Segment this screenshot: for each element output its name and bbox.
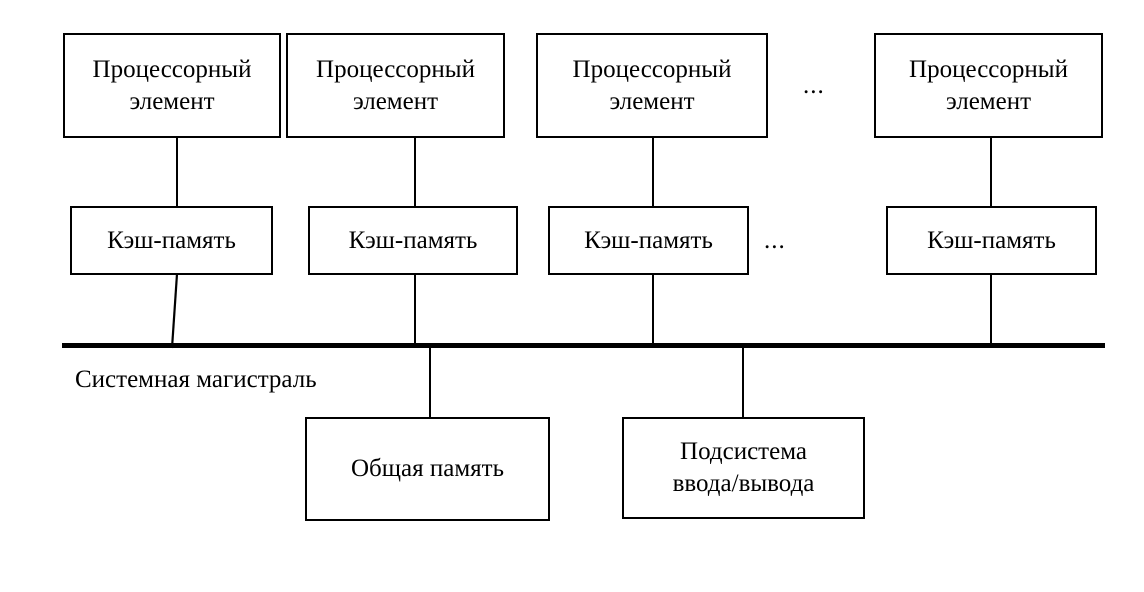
processor-element-1[interactable]: Процессорный элемент <box>63 33 281 138</box>
processor-element-4[interactable]: Процессорный элемент <box>874 33 1103 138</box>
processor-elements-ellipsis: ... <box>803 72 825 99</box>
processor-element-1-label: Процессорный элемент <box>92 55 252 115</box>
shared-memory-node[interactable]: Общая память <box>305 417 550 521</box>
connector-pe4-cache4 <box>990 137 992 207</box>
cache-memory-2[interactable]: Кэш-память <box>308 206 518 275</box>
cache-memory-2-label: Кэш-память <box>348 226 478 254</box>
shared-memory-label: Общая память <box>351 455 504 482</box>
caches-ellipsis: ... <box>764 227 786 254</box>
connector-pe3-cache3 <box>652 137 654 207</box>
cache-memory-3-label: Кэш-память <box>584 226 713 254</box>
connector-pe2-cache2 <box>414 137 416 207</box>
connector-cache2-bus <box>414 274 416 347</box>
cache-memory-4-label: Кэш-память <box>927 226 1056 254</box>
cache-memory-3[interactable]: Кэш-память <box>548 206 749 275</box>
connector-cache4-bus <box>990 274 992 347</box>
processor-element-3-label: Процессорный элемент <box>572 55 732 115</box>
connector-bus-io-subsystem <box>742 346 744 417</box>
system-bus-label: Системная магистраль <box>75 366 317 393</box>
io-subsystem-node[interactable]: Подсистема ввода/вывода <box>622 417 865 519</box>
cache-memory-1-label: Кэш-память <box>107 226 236 254</box>
system-bus-line <box>62 343 1105 348</box>
processor-element-3[interactable]: Процессорный элемент <box>536 33 768 138</box>
connector-cache1-bus <box>170 273 179 349</box>
processor-element-4-label: Процессорный элемент <box>909 55 1068 115</box>
cache-memory-1[interactable]: Кэш-память <box>70 206 273 275</box>
processor-element-2[interactable]: Процессорный элемент <box>286 33 505 138</box>
connector-bus-shared-memory <box>429 346 431 418</box>
cache-memory-4[interactable]: Кэш-память <box>886 206 1097 275</box>
io-subsystem-label: Подсистема ввода/вывода <box>672 438 815 497</box>
connector-pe1-cache1 <box>176 137 178 207</box>
connector-cache3-bus <box>652 274 654 347</box>
processor-element-2-label: Процессорный элемент <box>316 55 475 115</box>
